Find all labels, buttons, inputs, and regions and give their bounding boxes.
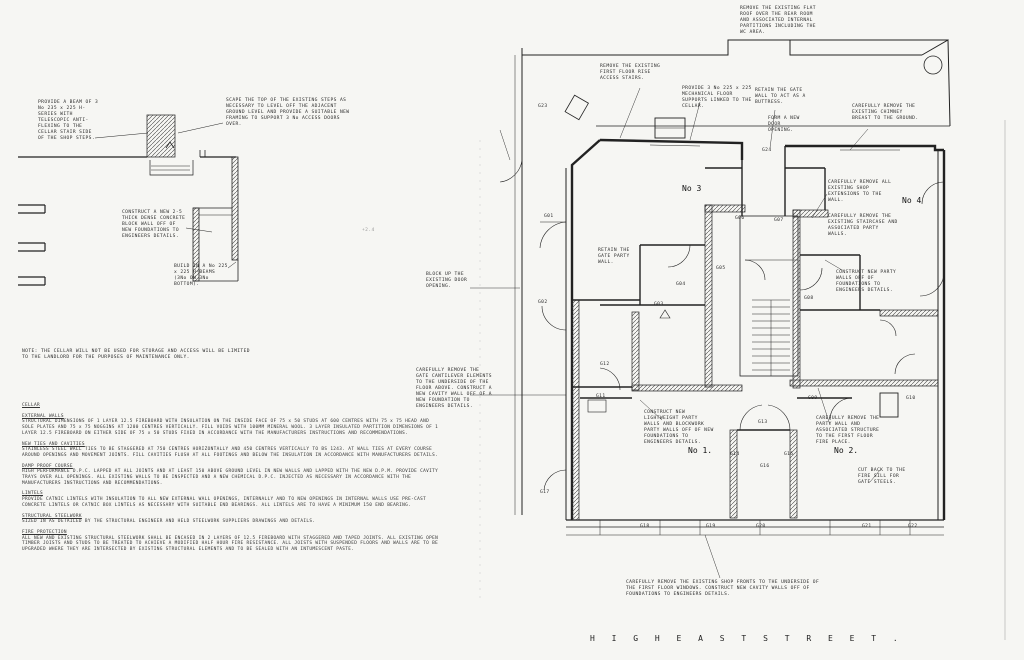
door-tag: G08 — [804, 296, 814, 301]
cellar-note-blockwall: CONSTRUCT A NEW 2-5 THICK DENSE CONCRETE… — [122, 210, 186, 239]
spec-body: STRUCTURAL DIMENSIONS OF 1 LAYER 12.5 FI… — [22, 419, 439, 436]
door-tag: G09 — [808, 396, 818, 401]
door-tag: G06 — [735, 216, 745, 221]
door-tag: G10 — [906, 396, 916, 401]
room-label-no2: No 2. — [834, 446, 859, 455]
door-tag: G16 — [760, 464, 770, 469]
note-retain-gate-wall: RETAIN THE GATE WALL TO ACT AS A BUTTRES… — [755, 88, 806, 105]
note-shop-extensions: CAREFULLY REMOVE ALL EXISTING SHOP EXTEN… — [828, 180, 892, 203]
note-flat-roof: REMOVE THE EXISTING FLAT ROOF OVER THE R… — [740, 6, 816, 35]
street-name: H I G H E A S T S T R E E T . — [590, 634, 904, 643]
note-block-door: BLOCK UP THE EXISTING DOOR OPENING. — [426, 272, 468, 289]
door-tag: G14 — [730, 452, 740, 457]
cellar-plan — [18, 114, 239, 286]
door-tag: G12 — [600, 362, 610, 367]
note-cantilever: CAREFULLY REMOVE THE GATE CANTILEVER ELE… — [416, 368, 492, 409]
note-lightweight-walls: CONSTRUCT NEW LIGHTWEIGHT PARTY WALLS AN… — [644, 410, 714, 445]
note-fire-sill: CUT BACK TO THE FIRE SILL FOR GATE STEEL… — [858, 468, 906, 485]
spec-body: STAINLESS STEEL WALL TIES TO BE STAGGERE… — [22, 447, 439, 458]
cellar-note-beams: BUILD IN A No 225 x 225 H-BEAMS (3No ON … — [174, 264, 228, 287]
door-tag: G03 — [654, 302, 664, 307]
spec-body: ALL NEW AND EXISTING STRUCTURAL STEELWOR… — [22, 535, 439, 553]
door-tag: G18 — [640, 524, 650, 529]
note-new-door: FORM A NEW DOOR OPENING. — [768, 116, 800, 133]
cellar-note-beam: PROVIDE A BEAM OF 3 No 235 x 225 H-SERIE… — [38, 100, 99, 141]
door-tag: G11 — [596, 394, 606, 399]
note-first-floor-stairs: REMOVE THE EXISTING FIRST FLOOR RISE ACC… — [600, 64, 661, 81]
door-tag: G20 — [756, 524, 766, 529]
door-tag: G21 — [862, 524, 872, 529]
door-tag: G15 — [784, 452, 794, 457]
door-tag: G19 — [706, 524, 716, 529]
door-tag: G24 — [762, 148, 772, 153]
room-label-no4: No 4 — [902, 196, 922, 205]
note-fire-place: CAREFULLY REMOVE THE PARTY WALL AND ASSO… — [816, 416, 880, 445]
door-tag: G13 — [758, 420, 768, 425]
door-tag: G02 — [538, 300, 548, 305]
note-chimney: CAREFULLY REMOVE THE EXISTING CHIMNEY BR… — [852, 104, 919, 121]
door-tag: G07 — [774, 218, 784, 223]
door-tag: G01 — [544, 214, 554, 219]
spec-body: HIGH PERFORMANCE D.P.C. LAPPED AT ALL JO… — [22, 469, 439, 486]
cellar-note-storage: NOTE: THE CELLAR WILL NOT BE USED FOR ST… — [22, 349, 250, 360]
spec-body: PROVIDE CATNIC LINTELS WITH INSULATION T… — [22, 497, 427, 508]
spec-body: SIZED IN AS DETAILED BY THE STRUCTURAL E… — [22, 519, 316, 525]
door-tag: G17 — [540, 490, 550, 495]
spec-heading: STRUCTURAL STEELWORK — [22, 513, 82, 519]
spec-heading: DAMP PROOF COURSE — [22, 463, 73, 469]
door-tag: G22 — [908, 524, 918, 529]
note-new-party-walls: CONSTRUCT NEW PARTY WALLS OFF OF FOUNDAT… — [836, 270, 897, 293]
door-tag: G23 — [538, 104, 548, 109]
spec-heading: NEW TIES AND CAVITIES — [22, 441, 85, 447]
spec-heading: LINTELS — [22, 491, 43, 497]
spec-title: CELLAR — [22, 403, 40, 408]
room-label-no3: No 3 — [682, 184, 702, 193]
spec-heading: EXTERNAL WALLS — [22, 413, 64, 419]
room-label-no1: No 1. — [688, 446, 713, 455]
margin-scribble: +2.4 — [362, 228, 375, 233]
door-tag: G05 — [716, 266, 726, 271]
spec-heading: FIRE PROTECTION — [22, 529, 67, 535]
note-remove-staircase: CAREFULLY REMOVE THE EXISTING STAIRCASE … — [828, 214, 898, 237]
door-tag: G04 — [676, 282, 686, 287]
ground-floor-plan — [470, 39, 951, 579]
note-shop-fronts: CAREFULLY REMOVE THE EXISTING SHOP FRONT… — [626, 580, 820, 597]
specification-notes: CELLAR EXTERNAL WALLS STRUCTURAL DIMENSI… — [22, 398, 442, 553]
cellar-note-steps: SCAPE THE TOP OF THE EXISTING STEPS AS N… — [226, 98, 350, 127]
note-floor-supports: PROVIDE 3 No 225 x 225 MECHANICAL FLOOR … — [682, 86, 752, 109]
note-retain-party-wall: RETAIN THE GATE PARTY WALL. — [598, 248, 630, 265]
